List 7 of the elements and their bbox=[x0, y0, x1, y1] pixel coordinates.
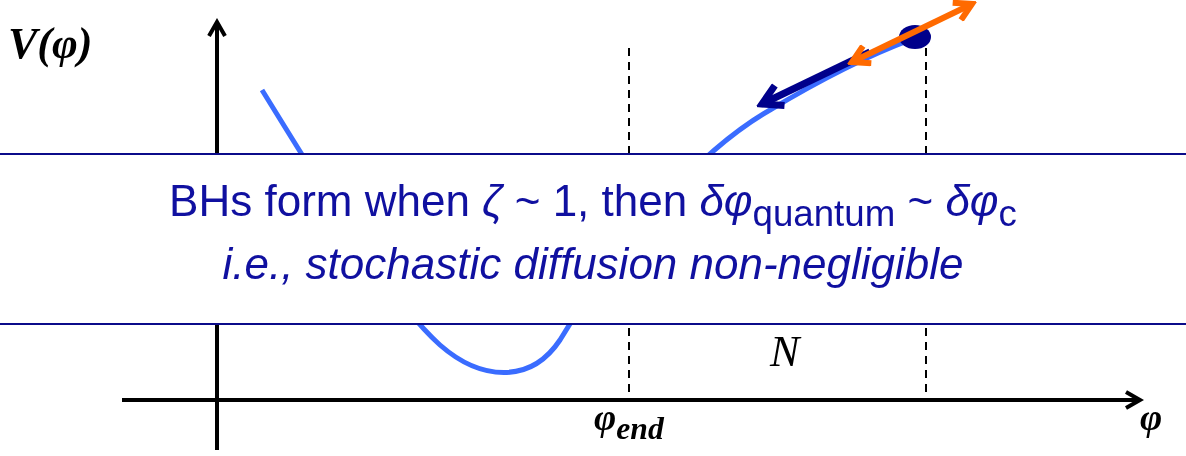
banner bbox=[0, 153, 1186, 325]
axis-label: φ bbox=[1140, 398, 1163, 436]
axis-label: V(φ) bbox=[8, 22, 93, 66]
banner-subtext: i.e., stochastic diffusion non-negligible bbox=[221, 242, 965, 287]
tick-label: φ$_{end}$ bbox=[594, 398, 664, 445]
axis-label: N bbox=[770, 330, 800, 374]
banner-heading: BHs form when ζ ~ 1, then δφ$_{quantum}$ ~ δφ$_{c}$ bbox=[168, 179, 1018, 233]
